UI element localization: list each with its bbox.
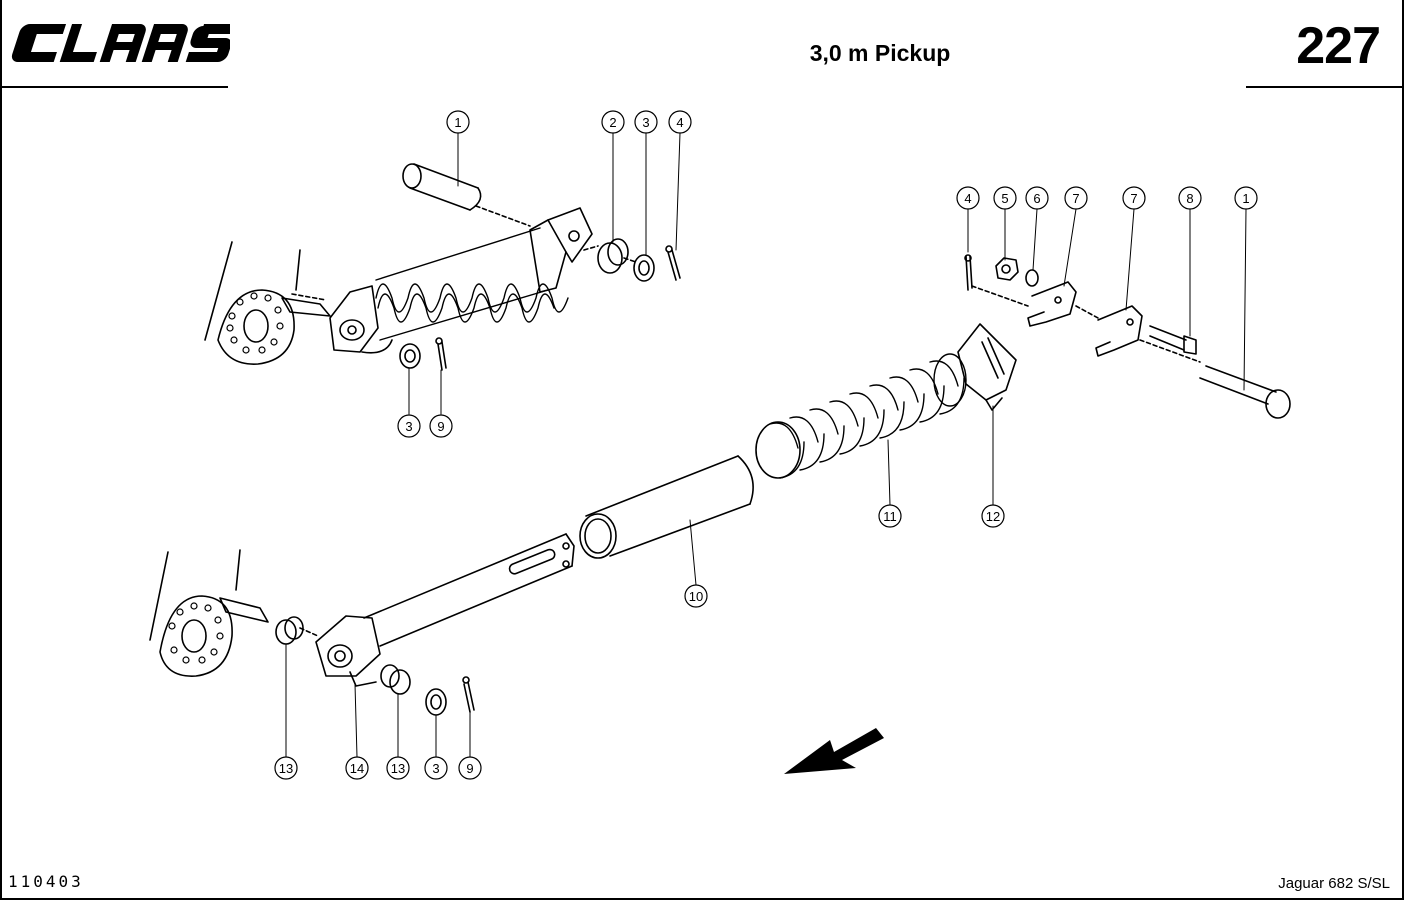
upper-spring-assembly <box>329 207 637 354</box>
spring-cap <box>957 323 1017 411</box>
svg-text:9: 9 <box>437 419 444 434</box>
callout-5: 5 <box>993 186 1017 210</box>
claas-logo-graphic <box>11 24 230 62</box>
svg-text:8: 8 <box>1186 191 1193 206</box>
callout-9-bottom: 9 <box>458 756 482 780</box>
lower-right-bushing <box>380 664 411 695</box>
callout-11: 11 <box>878 504 902 528</box>
callout-3-mid: 3 <box>397 414 421 438</box>
svg-text:3: 3 <box>642 115 649 130</box>
callout-13-right: 13 <box>386 756 410 780</box>
lower-rod <box>363 533 575 647</box>
svg-text:5: 5 <box>1001 191 1008 206</box>
svg-text:4: 4 <box>676 115 683 130</box>
svg-text:14: 14 <box>350 761 364 776</box>
svg-text:3: 3 <box>432 761 439 776</box>
callout-8: 8 <box>1178 186 1202 210</box>
svg-text:1: 1 <box>454 115 461 130</box>
callout-12: 12 <box>981 504 1005 528</box>
callout-13-left: 13 <box>274 756 298 780</box>
right-nut <box>995 257 1019 281</box>
callout-4-right: 4 <box>956 186 980 210</box>
callout-6: 6 <box>1025 186 1049 210</box>
upper-bushing <box>597 238 629 274</box>
svg-text:13: 13 <box>279 761 293 776</box>
upper-cotter-pin <box>665 245 681 281</box>
callout-3-top: 3 <box>634 110 658 134</box>
callout-14: 14 <box>345 756 369 780</box>
travel-direction-arrow-icon <box>784 728 884 774</box>
header-rule-right <box>1246 86 1404 88</box>
svg-text:3: 3 <box>405 419 412 434</box>
lower-cotter-pin <box>462 676 475 713</box>
right-lock-washer <box>1025 269 1039 287</box>
right-bolt <box>1149 325 1197 355</box>
upper-mounting-plate <box>204 241 331 365</box>
callout-3-bottom: 3 <box>424 756 448 780</box>
page-number: 227 <box>1296 17 1381 75</box>
callout-7-a: 7 <box>1064 186 1088 210</box>
upper-washer <box>633 254 655 282</box>
svg-text:1: 1 <box>1242 191 1249 206</box>
callout-7-b: 7 <box>1122 186 1146 210</box>
svg-text:12: 12 <box>986 509 1000 524</box>
callout-1-top: 1 <box>446 110 470 134</box>
right-cotter-pin <box>964 254 973 291</box>
svg-text:10: 10 <box>689 589 703 604</box>
svg-text:7: 7 <box>1072 191 1079 206</box>
page-title: 3,0 m Pickup <box>809 40 951 66</box>
svg-text:2: 2 <box>609 115 616 130</box>
callout-9-mid: 9 <box>429 414 453 438</box>
upper-left-washer <box>399 343 421 369</box>
drawing-number: 110403 <box>8 872 84 891</box>
spring-tube <box>579 455 754 559</box>
lower-eye-bracket <box>315 615 381 687</box>
callout-10: 10 <box>684 584 708 608</box>
svg-text:6: 6 <box>1033 191 1040 206</box>
claas-logo <box>10 18 230 68</box>
right-plate-a <box>1027 281 1077 327</box>
callout-4-top: 4 <box>668 110 692 134</box>
header-rule-left <box>0 86 228 88</box>
lower-mounting-plate <box>149 549 269 677</box>
leader-lines <box>285 132 1247 758</box>
lower-left-bushing <box>275 616 304 645</box>
svg-text:13: 13 <box>391 761 405 776</box>
callout-2: 2 <box>601 110 625 134</box>
callout-1-right: 1 <box>1234 186 1258 210</box>
svg-text:7: 7 <box>1130 191 1137 206</box>
upper-pin <box>402 163 531 227</box>
svg-text:9: 9 <box>466 761 473 776</box>
lower-washer <box>425 688 447 716</box>
right-pin <box>1199 365 1291 419</box>
machine-model: Jaguar 682 S/SL <box>1278 875 1390 892</box>
svg-text:11: 11 <box>883 509 897 524</box>
svg-text:4: 4 <box>964 191 971 206</box>
upper-left-cotter-pin <box>435 337 447 371</box>
middle-spring <box>755 353 967 479</box>
right-plate-b <box>1095 305 1143 357</box>
